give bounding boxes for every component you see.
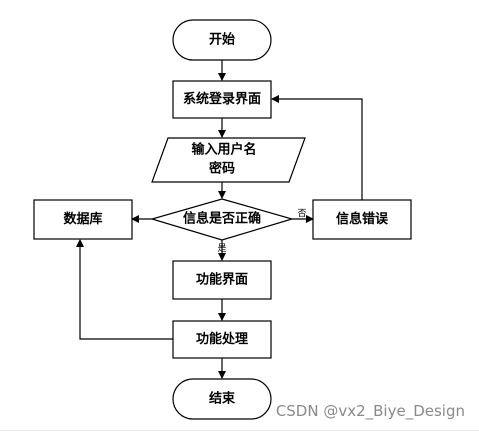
database-label: 数据库 — [63, 211, 102, 227]
end-label: 结束 — [209, 391, 236, 407]
watermark: CSDN @vx2_Biye_Design — [275, 402, 465, 420]
info-correct-decision — [149, 198, 295, 241]
yes-edge-label: 是 — [217, 243, 226, 254]
database-process — [33, 199, 133, 240]
end-terminator — [172, 378, 272, 420]
login-label: 系统登录界面 — [183, 91, 261, 107]
function-processing-process — [172, 320, 272, 359]
no-edge-label: 否 — [297, 208, 306, 219]
function-process-label: 功能处理 — [196, 331, 248, 347]
edge-process-to-database — [76, 239, 173, 340]
bottom-divider — [0, 430, 479, 431]
input-label-line2: 密码 — [208, 161, 235, 177]
info-error-process — [312, 199, 412, 240]
function-ui-label: 功能界面 — [196, 272, 248, 288]
input-label-line1: 输入用户名 — [191, 142, 256, 158]
error-label: 信息错误 — [336, 211, 389, 227]
function-ui-process — [172, 260, 272, 300]
input-credentials-io — [151, 137, 306, 183]
decision-label: 信息是否正确 — [183, 211, 261, 227]
login-screen-process — [172, 80, 272, 119]
start-terminator — [172, 19, 272, 61]
start-label: 开始 — [209, 32, 235, 48]
edge-error-to-login — [271, 95, 363, 200]
